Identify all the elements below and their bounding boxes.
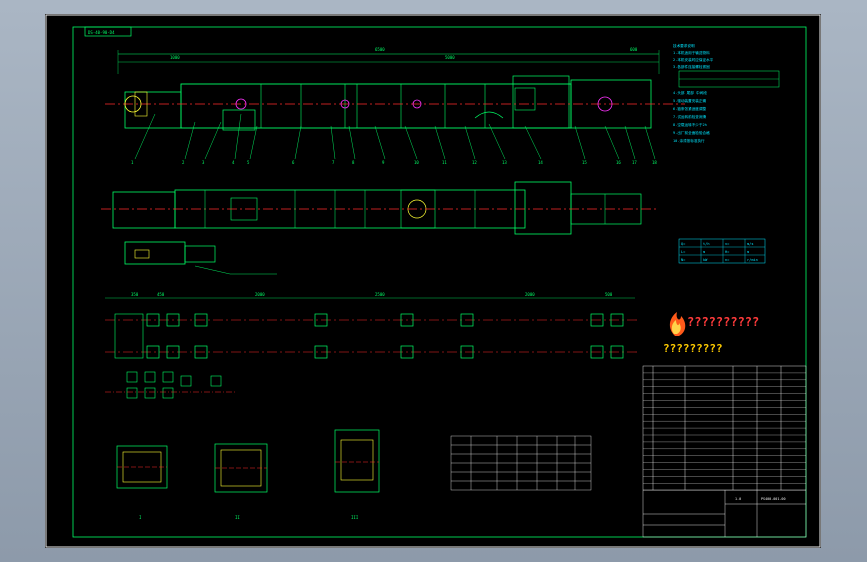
cad-drawing: DS-40-90-D4 1000 6500 5000 600 [45,14,821,548]
callout-17: 17 [632,160,637,165]
component-table [450,435,592,491]
sheet-outer-border [45,14,821,548]
callout-7: 7 [332,160,335,165]
param-r2c3: H= [725,250,730,254]
foundation-plan: 350 450 2000 2500 2000 500 [105,292,637,399]
param-r3c4: r/min [747,258,758,262]
title-block-rows [643,372,806,491]
callout-1: 1 [131,160,134,165]
plan-view [101,181,657,275]
note-line-3: 3.各部件连接螺栓紧固 [673,64,710,69]
section-label-2: II [235,515,240,520]
callout-9: 9 [382,160,385,165]
section-views: I II III [116,429,380,520]
dim-top-1: 1000 [170,55,180,60]
section-label-1: I [139,515,142,520]
drawing-code-box: DS-40-90-D4 [84,26,132,37]
watermark-logo: ?????????? ????????? [663,312,759,355]
note-line-0: 技术要求说明 [673,43,695,48]
note-line-7: 7.试运转前检查润滑 [673,114,706,119]
param-r3c1: N= [681,258,686,262]
callout-12: 12 [472,160,477,165]
callout-3: 3 [202,160,205,165]
callout-5: 5 [247,160,250,165]
title-drawing-code: PS400-001-00 [761,497,786,501]
param-r1c2: t/h [703,242,710,246]
callout-16: 16 [616,160,621,165]
note-line-1: 1.本机适用于输送物料 [673,50,710,55]
drawing-code-text: DS-40-90-D4 [88,30,115,35]
note-line-9: 9.出厂前全面检验合格 [673,130,710,135]
note-line-4: 4.头部 尾部 中间段 [673,90,707,95]
note-line-10: 10.涂漆按标准执行 [673,138,705,143]
callout-8: 8 [352,160,355,165]
param-r2c4: m [747,250,749,254]
sheet-inner-border [72,26,807,538]
plan-dim-3: 2000 [255,292,265,297]
note-line-8: 8.空载运转不少于2h [673,122,707,127]
plan-dim-6: 500 [605,292,613,297]
plan-dim-4: 2500 [375,292,385,297]
param-r1c3: v= [725,242,730,246]
technical-notes: 技术要求说明 1.本机适用于输送物料 2.本机安装时应保证水平 3.各部件连接螺… [673,43,780,264]
plan-dim-2: 450 [157,292,165,297]
param-r1c4: m/s [747,242,754,246]
dim-top-2: 6500 [375,47,385,52]
note-line-6: 6.链条张紧适度调整 [673,106,706,111]
plan-dim-5: 2000 [525,292,535,297]
param-r3c3: n= [725,258,730,262]
callout-14: 14 [538,160,543,165]
callout-15: 15 [582,160,587,165]
callout-11: 11 [442,160,447,165]
plan-dim-1: 350 [131,292,139,297]
title-block [642,365,807,538]
note-line-5: 5.驱动装置安装正确 [673,98,706,103]
callout-13: 13 [502,160,507,165]
title-quantity: 1.0 [735,497,741,501]
section-label-3: III [351,515,359,520]
logo-subtext: ????????? [663,342,723,355]
elevation-view: 1000 6500 5000 600 [105,47,685,165]
cad-viewport[interactable]: DS-40-90-D4 1000 6500 5000 600 [45,14,821,548]
dim-top-4: 600 [630,47,638,52]
param-r2c2: m [703,250,705,254]
logo-text: ?????????? [687,315,759,329]
dim-top-3: 5000 [445,55,455,60]
callout-4: 4 [232,160,235,165]
param-r2c1: L= [681,250,686,254]
callout-18: 18 [652,160,657,165]
callout-6: 6 [292,160,295,165]
callout-2: 2 [182,160,185,165]
param-r1c1: Q= [681,242,686,246]
param-r3c2: kW [703,258,708,262]
note-line-2: 2.本机安装时应保证水平 [673,57,714,62]
callout-10: 10 [414,160,419,165]
